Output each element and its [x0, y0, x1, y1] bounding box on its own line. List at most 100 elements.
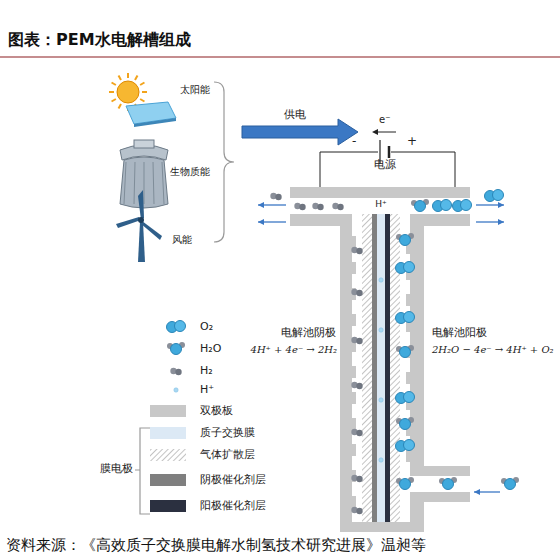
oxygen-molecule — [404, 440, 415, 451]
cathode-catalyst — [372, 214, 377, 522]
water-molecule — [505, 479, 516, 490]
legend-text: 气体扩散层 — [200, 448, 255, 461]
flow-rib — [352, 392, 356, 404]
wind-hub — [138, 217, 144, 223]
anode-catalyst — [385, 214, 390, 522]
sun-ray — [140, 99, 144, 102]
arrowhead — [498, 202, 504, 208]
label: 膜电极 — [100, 462, 133, 475]
hydrogen-molecule — [337, 204, 343, 210]
group-bracket — [214, 82, 234, 242]
flow-rib — [352, 418, 356, 430]
hydrogen-molecule — [175, 369, 181, 375]
wind-blade — [116, 217, 141, 228]
title: 图表：PEM水电解槽组成 — [8, 30, 191, 49]
legend-text: H₂ — [200, 364, 213, 377]
flow-rib — [406, 294, 410, 306]
arrowhead — [474, 489, 480, 495]
oxygen-molecule — [404, 312, 415, 323]
oxygen-molecule — [441, 200, 452, 211]
legend-text: H₂O — [200, 342, 221, 355]
sun-ray — [112, 99, 116, 102]
sun-ray — [142, 91, 147, 93]
solar-panel-edge — [134, 118, 176, 127]
label: 供电 — [284, 108, 306, 121]
hydrogen-molecule — [317, 204, 323, 210]
proton — [379, 398, 383, 402]
title-rule — [0, 56, 560, 57]
label: 4H⁺ + 4e⁻ → 2H₂ — [251, 344, 337, 356]
sun-ray — [109, 91, 114, 93]
legend-swatch — [150, 500, 186, 512]
sun-ray — [140, 83, 144, 86]
sun-ray — [112, 83, 116, 86]
sun-icon — [117, 81, 139, 103]
gas-diffusion-layer — [390, 214, 400, 522]
wind-blade — [140, 221, 162, 240]
legend-text: 阴极催化剂层 — [200, 473, 266, 486]
label: 生物质能 — [170, 166, 210, 178]
bipolar-plate — [340, 214, 352, 532]
biomass-stripe — [153, 162, 154, 204]
hydrogen-molecule — [356, 383, 362, 389]
label: e⁻ — [379, 114, 390, 126]
proton — [379, 458, 383, 462]
hydrogen-molecule — [356, 430, 362, 436]
hydrogen-molecule — [356, 248, 362, 254]
oxygen-molecule — [175, 321, 186, 332]
biomass-tower — [120, 157, 168, 208]
sun-ray — [119, 76, 122, 80]
label: 2H₂O − 4e⁻ → 4H⁺ + O₂ — [432, 344, 554, 356]
biomass-top — [134, 140, 154, 148]
arrowhead — [258, 202, 264, 208]
membrane — [377, 214, 385, 522]
biomass-stripe — [134, 162, 135, 204]
bipolar-plate — [410, 214, 424, 466]
water-molecule — [400, 479, 411, 490]
legend-bracket — [135, 428, 150, 514]
label: 电源 — [374, 158, 396, 171]
bipolar-plate — [340, 522, 424, 532]
hydrogen-molecule — [299, 204, 305, 210]
flow-rib — [406, 372, 410, 384]
caption: 资料来源：《高效质子交换膜电解水制氢技术研究进展》温昶等 — [6, 536, 426, 554]
oxygen-molecule — [404, 262, 415, 273]
proton — [174, 388, 178, 392]
flow-rib — [352, 236, 356, 248]
legend-swatch — [150, 474, 186, 486]
bipolar-plate — [410, 492, 470, 502]
biomass-stripe — [144, 162, 145, 204]
wind-blade — [138, 190, 144, 220]
bipolar-plate — [290, 187, 470, 198]
water-molecule — [415, 201, 426, 212]
legend-text: 质子交换膜 — [200, 426, 255, 439]
water-molecule — [171, 344, 182, 355]
label: 风能 — [172, 234, 192, 246]
wire — [320, 152, 455, 187]
hydrogen-molecule — [275, 194, 281, 200]
oxygen-molecule — [461, 200, 472, 211]
legend-text: 阳极催化剂层 — [200, 499, 266, 512]
sun-ray — [135, 76, 138, 80]
legend-hatch-sample — [150, 449, 186, 461]
supply-arrow — [242, 119, 358, 145]
proton — [379, 328, 383, 332]
gas-diffusion-layer — [362, 214, 372, 522]
label: + — [407, 134, 417, 148]
battery-plate — [388, 146, 391, 158]
proton — [379, 278, 383, 282]
flow-rib — [352, 444, 356, 456]
flow-rib — [352, 366, 356, 378]
hydrogen-molecule — [356, 338, 362, 344]
label: 太阳能 — [180, 84, 210, 96]
legend-text: 双极板 — [200, 404, 233, 417]
sun-ray — [119, 104, 122, 108]
oxygen-molecule — [404, 392, 415, 403]
wind-mast — [138, 222, 145, 262]
legend-swatch — [150, 427, 186, 439]
flow-rib — [406, 450, 410, 462]
sun-ray — [127, 73, 129, 78]
legend-swatch — [150, 405, 186, 417]
oxygen-molecule — [493, 190, 504, 201]
